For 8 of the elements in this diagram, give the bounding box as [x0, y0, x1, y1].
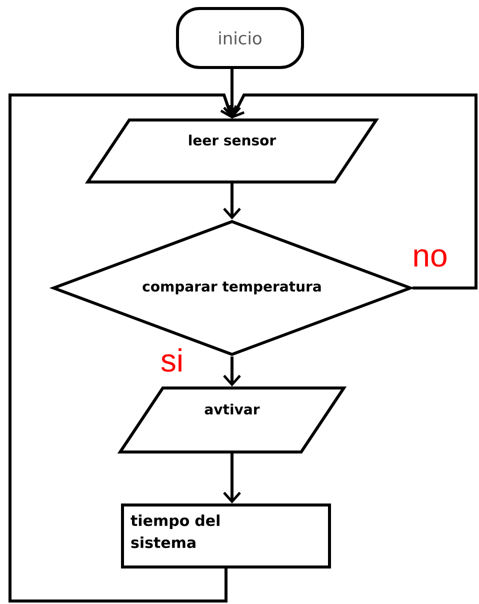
arrow: [223, 356, 241, 386]
start-terminal: inicio: [176, 7, 304, 69]
edge-label: no: [414, 249, 446, 267]
arrow: [228, 94, 478, 290]
arrow: [8, 94, 238, 602]
arrow: [223, 184, 241, 220]
process-box: tiempo del sistema: [121, 504, 331, 568]
arrow: [223, 454, 241, 504]
